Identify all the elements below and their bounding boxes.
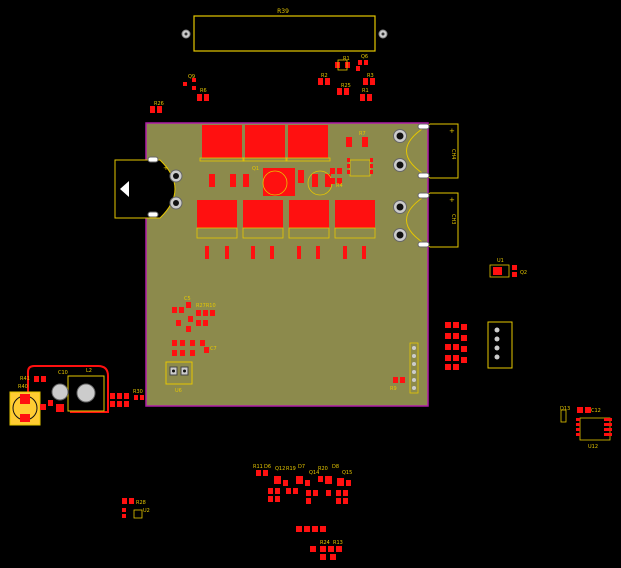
r41-label: R41 — [20, 376, 30, 382]
q15-label: Q15 — [342, 470, 352, 476]
pin-row[interactable] — [205, 246, 366, 259]
right-resistor-array[interactable] — [445, 322, 467, 370]
ch4-connector[interactable]: + CH4 — [393, 123, 459, 179]
q2-label: Q2 — [520, 270, 527, 276]
ch3-label: CH3 — [450, 214, 456, 224]
r2-label: R2 — [321, 73, 328, 79]
u1-label: U1 — [497, 258, 504, 264]
c7-label: C7 — [210, 346, 217, 352]
power-pads-bottom-outline — [196, 227, 376, 239]
r26-label: R26 — [154, 101, 164, 107]
r7-region[interactable] — [330, 137, 373, 184]
svg-text:+: + — [449, 127, 455, 135]
r28-label: R28 — [136, 500, 146, 506]
ch4-label: CH4 — [450, 149, 456, 159]
r7-label: R7 — [359, 131, 366, 137]
c12-label: C12 — [591, 408, 601, 414]
d13-label: D13 — [560, 406, 570, 412]
u6-component[interactable]: U6 — [165, 361, 193, 394]
main-board — [145, 122, 429, 407]
ch3-connector[interactable]: + CH3 — [393, 192, 459, 248]
bottom-driver-cluster[interactable] — [256, 470, 351, 504]
r9-label: R9 — [390, 386, 397, 392]
r20-label: R20 — [318, 466, 328, 472]
r6-label: R6 — [200, 88, 207, 94]
r30-label: R30 — [133, 389, 143, 395]
u1-component[interactable]: U1 Q2 — [489, 258, 527, 278]
q12-label: Q12 — [275, 466, 285, 472]
u12-region[interactable]: D13 C12 U12 — [560, 406, 612, 450]
bottom-driver-labels: R11 D6 Q12 R19 D7 Q14 R20 D8 Q15 — [253, 464, 352, 476]
right-connector-block[interactable] — [487, 321, 513, 369]
power-pads-bottom[interactable] — [197, 200, 375, 228]
d8-label: D8 — [332, 464, 339, 470]
control-cluster[interactable] — [172, 302, 215, 356]
q1-label: Q1 — [252, 166, 259, 172]
r1a-label: R1 — [343, 56, 350, 62]
u2-region[interactable] — [122, 498, 143, 519]
r4-label: R4 — [336, 183, 343, 189]
board-header[interactable]: R9 — [390, 342, 419, 394]
r1b-label: R1 — [362, 88, 369, 94]
r40-label: R40 — [18, 384, 28, 390]
control-cluster-labels: C5 R27R10 C7 — [184, 296, 217, 352]
r27r10-label: R27R10 — [196, 303, 216, 309]
r3-label: R3 — [367, 73, 374, 79]
u2-label: U2 — [143, 508, 150, 514]
bottom-resistors[interactable] — [296, 526, 342, 560]
r11-label: R11 — [253, 464, 263, 470]
l2-inductor[interactable]: L2 C10 — [27, 365, 109, 413]
small-parts-l2-right[interactable] — [110, 393, 144, 407]
c5-label: C5 — [184, 296, 191, 302]
power-pads-top[interactable] — [202, 125, 328, 158]
d7-label: D7 — [298, 464, 305, 470]
r19-label: R19 — [286, 466, 296, 472]
svg-text:+: + — [163, 164, 169, 172]
left-cap[interactable]: R40 R41 — [9, 376, 64, 426]
left-connector[interactable]: + — [114, 156, 183, 219]
q6-label: Q6 — [361, 54, 368, 60]
q14-label: Q14 — [309, 470, 319, 476]
svg-text:+: + — [449, 196, 455, 204]
u12-label: U12 — [588, 444, 598, 450]
top-small-labels: Q9 R6 R26 R1 Q6 R2 R3 R25 R1 — [154, 54, 374, 107]
r39-label: R39 — [277, 8, 289, 15]
u6-label: U6 — [175, 388, 182, 394]
l2-label: L2 — [86, 368, 92, 374]
c10-label: C10 — [58, 370, 68, 376]
r24-label: R24 — [320, 540, 330, 546]
d6-label: D6 — [264, 464, 271, 470]
q9-label: Q9 — [188, 74, 195, 80]
r39-component[interactable]: R39 — [181, 8, 388, 52]
r25-label: R25 — [341, 83, 351, 89]
r13-label: R13 — [333, 540, 343, 546]
top-small-parts[interactable] — [150, 59, 375, 113]
power-pads-top-outline — [199, 157, 331, 162]
